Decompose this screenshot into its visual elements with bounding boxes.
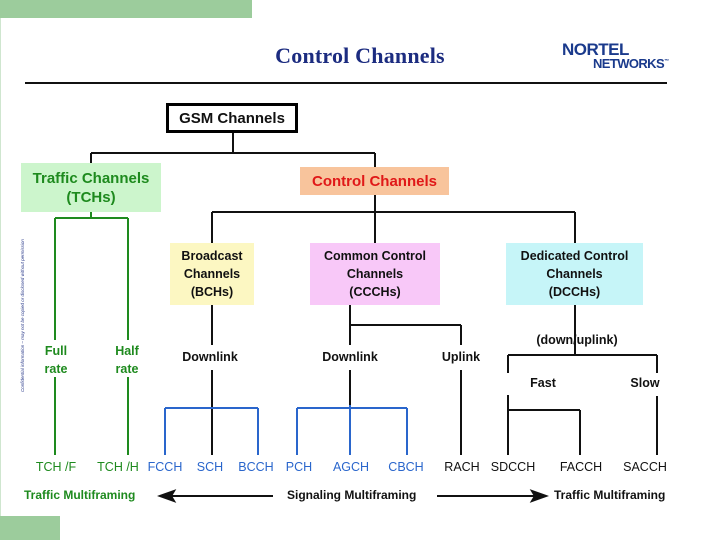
node-ccch-line-2: Channels [346,267,404,281]
leaf-sdcch: SDCCH [490,460,536,474]
node-control-label: Control Channels [311,172,437,190]
slide-accent-bar-top [0,0,252,18]
node-bch-line-1: Broadcast [181,249,243,263]
connector-control [211,195,576,243]
trademark-symbol: ™ [664,58,669,65]
footer-signaling-multiframing: Signaling Multiframing [287,488,417,502]
half-rate-line-2: rate [115,362,139,376]
leaf-tch-f: TCH /F [35,460,77,474]
node-gsm-label: GSM Channels [179,109,285,127]
label-dcch-direction: (down/uplink) [536,333,618,347]
slide-title: Control Channels [275,43,445,68]
label-ccch-uplink: Uplink [441,350,481,364]
leaf-fcch: FCCH [147,460,183,474]
arrow-right-head [529,489,549,503]
node-ccch-line-3: (CCCHs) [349,285,401,299]
full-rate-line-1: Full [44,344,68,358]
node-bch-line-3: (BCHs) [190,285,234,299]
connector-ccch-leaves [296,405,408,455]
label-slow: Slow [630,376,660,390]
nortel-logo: NORTEL NETWORKS™ [560,40,670,74]
leaf-rach: RACH [444,460,480,474]
logo-line-2: NETWORKS™ [593,56,669,71]
slide-accent-bar-bottom [0,516,60,540]
connector-tch [54,212,129,455]
footer-traffic-multiframing-left: Traffic Multiframing [24,488,136,502]
node-dcch-line-3: (DCCHs) [548,285,601,299]
leaf-tch-h: TCH /H [97,460,139,474]
node-control-channels: Control Channels [300,167,449,195]
node-ccch-line-1: Common Control [323,249,427,263]
half-rate-line-1: Half [115,344,139,358]
label-ccch-downlink: Downlink [322,350,378,364]
connector-bch-leaves [164,407,259,455]
leaf-cbch: CBCH [388,460,424,474]
leaf-pch: PCH [285,460,313,474]
title-divider [25,82,667,84]
leaf-bcch: BCCH [238,460,274,474]
node-traffic-line-1: Traffic Channels [32,169,150,187]
label-full-rate: Full rate [45,342,68,378]
label-fast: Fast [530,376,556,390]
arrow-left-head [157,489,177,503]
leaf-facch: FACCH [559,460,603,474]
connector-root [90,133,376,167]
connector-dcch [507,305,658,455]
leaf-sch: SCH [196,460,224,474]
label-half-rate: Half rate [115,342,139,378]
leaf-sacch: SACCH [623,460,667,474]
node-traffic-line-2: (TCHs) [66,188,116,206]
leaf-agch: AGCH [332,460,370,474]
node-traffic-channels: Traffic Channels(TCHs) [21,163,161,212]
slide-left-edge [0,18,1,516]
full-rate-line-2: rate [44,362,68,376]
node-dcch-line-1: Dedicated Control [520,249,629,263]
footer-traffic-multiframing-right: Traffic Multiframing [554,488,666,502]
connector-ccch [349,305,462,455]
logo-line-2-text: NETWORKS [593,56,665,71]
logo-line-1: NORTEL [562,40,629,59]
node-dcch-line-2: Channels [546,267,603,281]
label-bch-downlink: Downlink [182,350,238,364]
node-bch-line-2: Channels [183,267,241,281]
node-gsm-channels: GSM Channels [166,103,298,133]
